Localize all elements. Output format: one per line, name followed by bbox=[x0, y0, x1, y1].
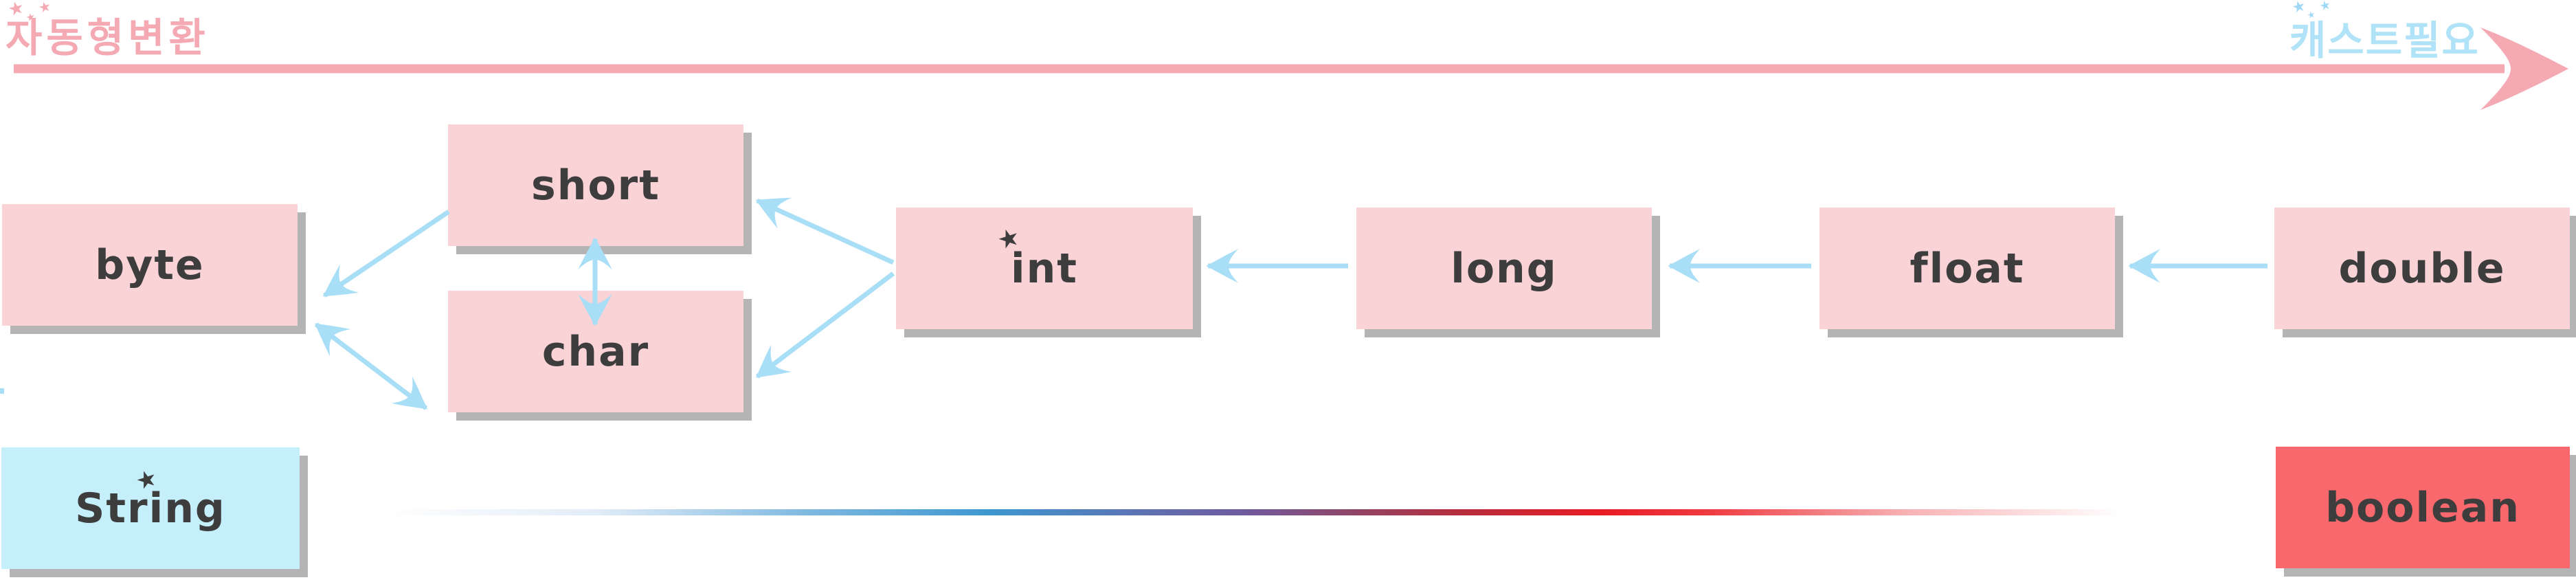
type-box-boolean-label: boolean bbox=[2325, 483, 2520, 532]
stray-mark bbox=[0, 388, 4, 394]
sparkle-icon: ★ bbox=[5, 0, 27, 21]
sparkle-icon: ★ bbox=[36, 0, 53, 16]
type-box-string: ★ String bbox=[1, 447, 300, 569]
type-box-double: double bbox=[2274, 208, 2570, 329]
type-box-short: short bbox=[448, 124, 743, 246]
type-box-boolean: boolean bbox=[2276, 447, 2570, 568]
arrow-int-to-char bbox=[755, 271, 895, 379]
sparkle-icon: ★ bbox=[2318, 0, 2333, 14]
type-box-byte: byte bbox=[2, 204, 298, 326]
type-box-string-label: String bbox=[75, 484, 226, 533]
type-box-byte-label: byte bbox=[95, 241, 205, 289]
type-box-double-label: double bbox=[2338, 244, 2506, 293]
type-box-int: ★ int bbox=[896, 208, 1193, 329]
arrow-byte-char-bidirectional bbox=[314, 322, 428, 410]
type-box-char: char bbox=[448, 291, 743, 412]
type-box-char-label: char bbox=[541, 327, 650, 376]
type-box-long: long bbox=[1356, 208, 1652, 329]
type-box-short-label: short bbox=[531, 161, 660, 210]
type-box-long-label: long bbox=[1451, 244, 1558, 293]
arrow-short-to-byte bbox=[322, 210, 450, 298]
arrow-int-to-short bbox=[755, 197, 895, 265]
type-box-float-label: float bbox=[1909, 244, 2025, 293]
widening-axis-arrow bbox=[14, 27, 2568, 110]
type-box-float: float bbox=[1819, 208, 2115, 329]
gradient-divider-line bbox=[381, 509, 2175, 515]
sparkle-icon: ★ bbox=[2290, 0, 2308, 18]
star-icon: ★ bbox=[994, 221, 1025, 256]
auto-conversion-title: 자동형변환 bbox=[5, 14, 210, 61]
type-box-int-label: int bbox=[1011, 244, 1078, 293]
cast-required-title: 캐스트필요 bbox=[2289, 17, 2480, 64]
